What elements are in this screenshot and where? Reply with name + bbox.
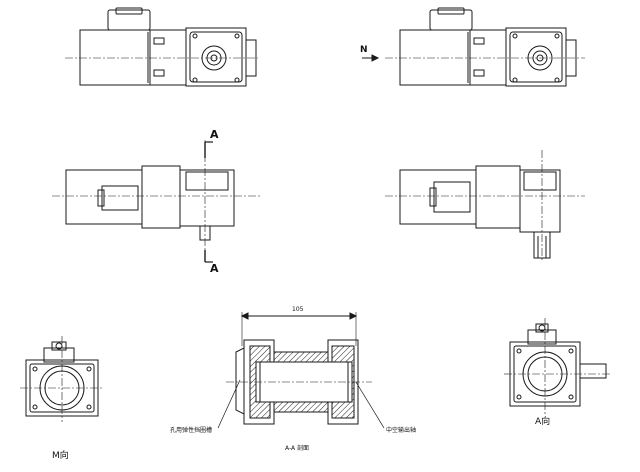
m-direction-view	[20, 336, 104, 422]
section-title: A-A 剖面	[285, 444, 309, 452]
note-left: 孔用弹性挡圈槽	[170, 426, 212, 434]
motor-view-top-right	[385, 7, 585, 87]
view-n-label: N	[360, 45, 368, 55]
view-m-label: M向	[52, 449, 69, 461]
section-label-bottom: A	[210, 262, 219, 275]
view-n-arrow	[362, 54, 380, 62]
section-label-top: A	[210, 128, 219, 141]
motor-view-top-left	[65, 7, 258, 87]
view-a-label: A向	[535, 415, 550, 427]
motor-view-middle-right	[385, 150, 585, 262]
a-direction-view	[504, 318, 612, 414]
note-right: 中空输出轴	[386, 426, 416, 434]
section-a-a-view	[217, 312, 385, 429]
dimension-label: 105	[292, 306, 304, 313]
motor-view-middle-left	[52, 140, 262, 263]
